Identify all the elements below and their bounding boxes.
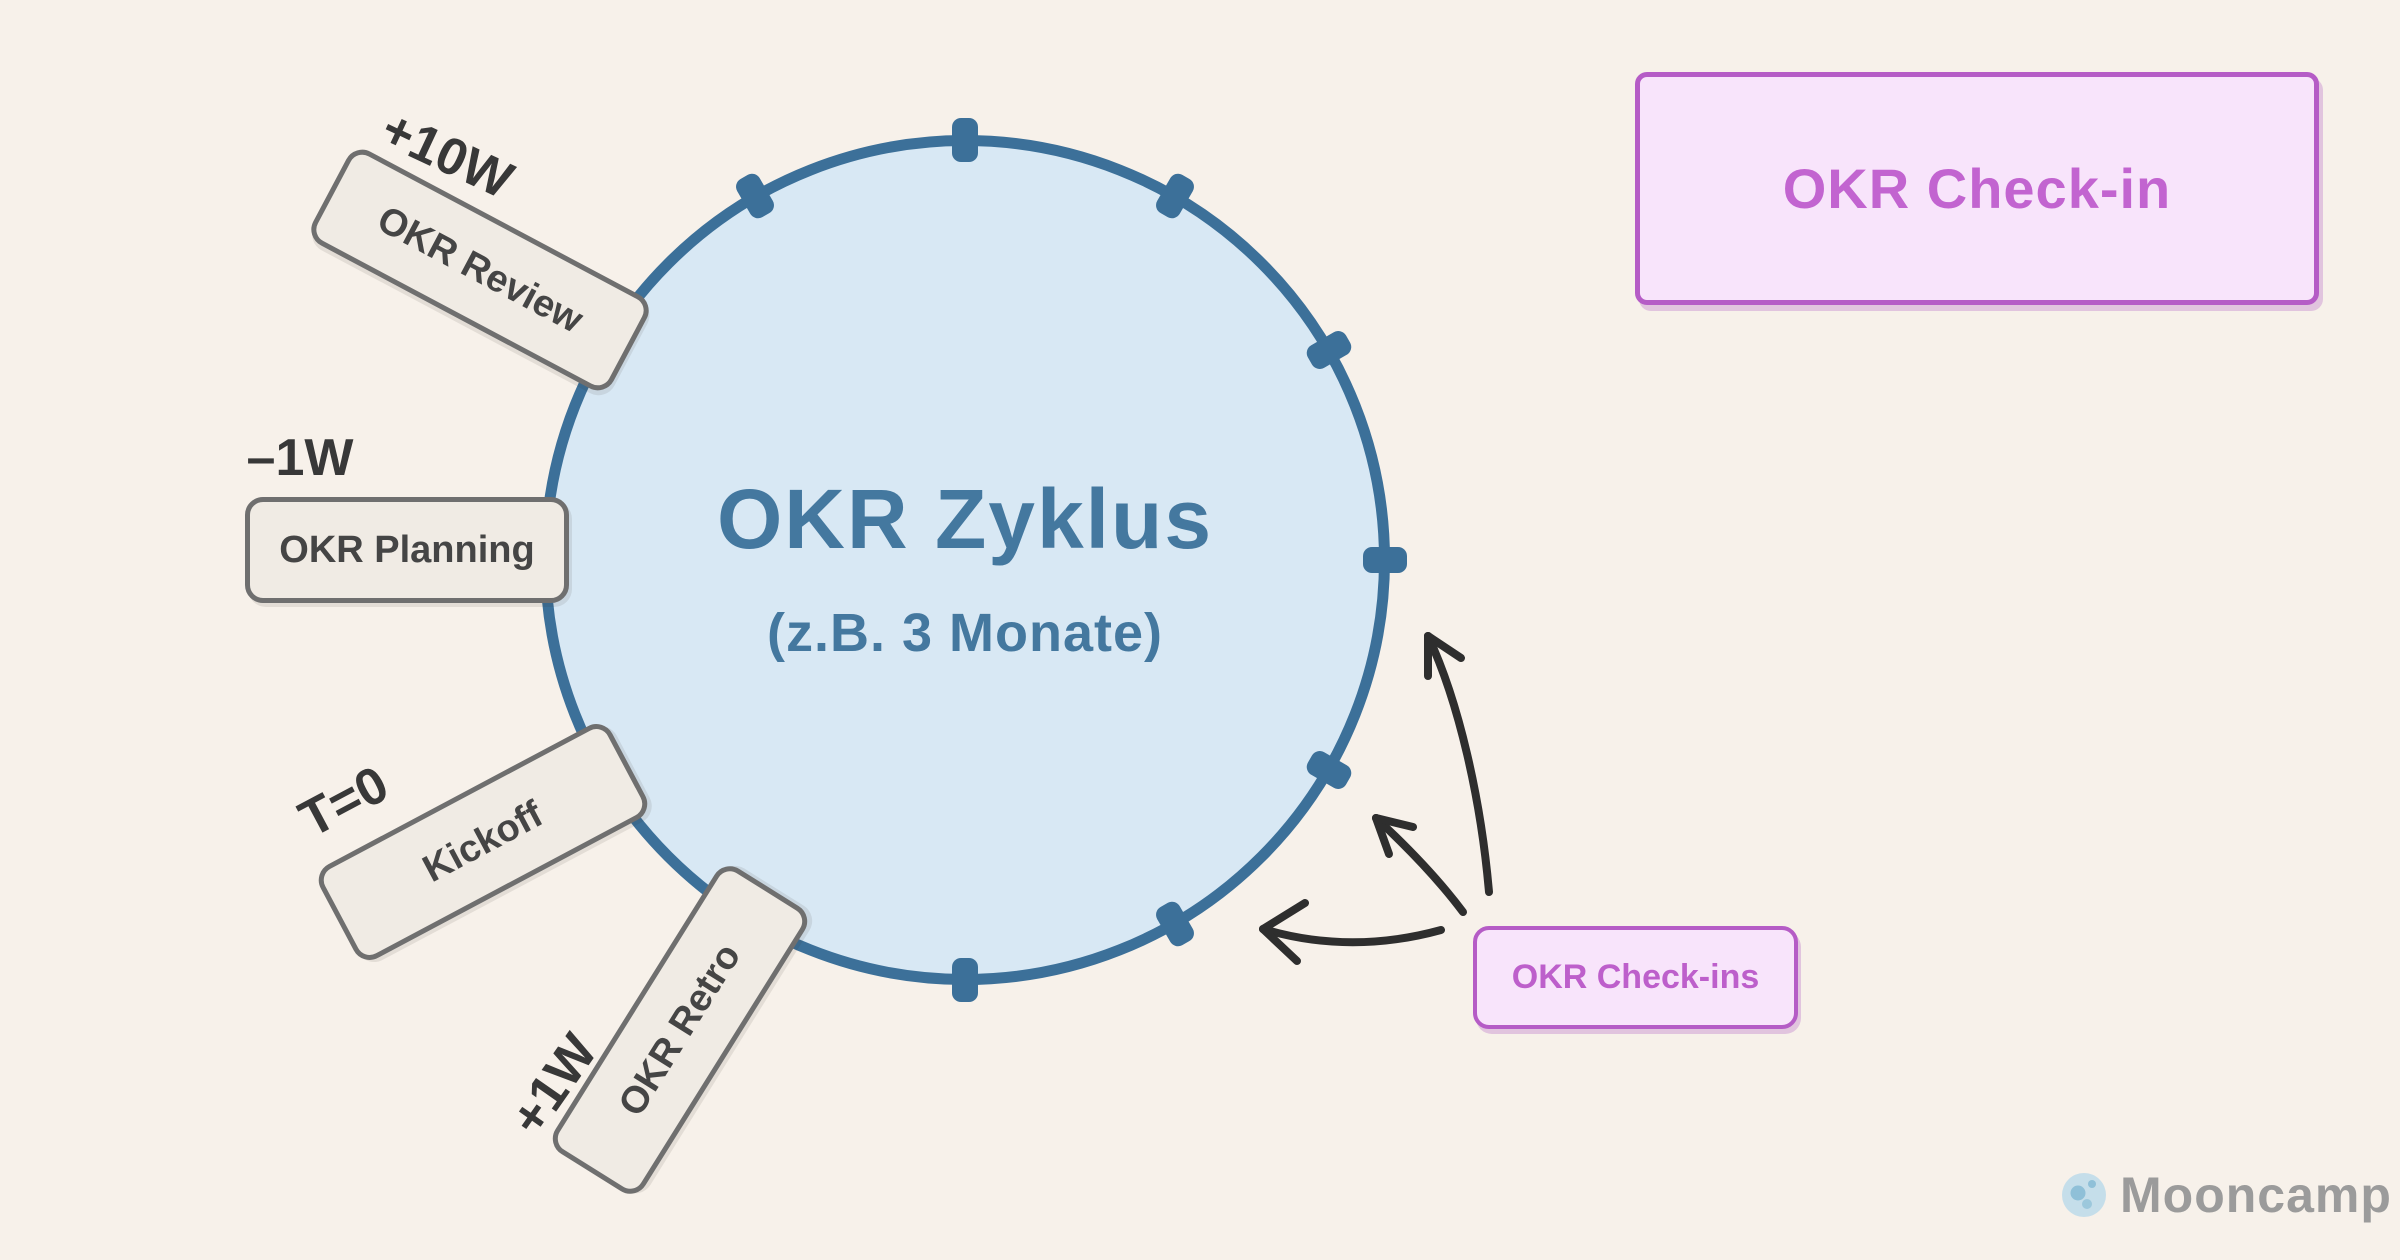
cycle-tick bbox=[952, 958, 978, 1002]
checkin-title-box: OKR Check-in bbox=[1635, 72, 2319, 305]
arrow-short-icon bbox=[1259, 899, 1445, 965]
moon-icon bbox=[2061, 1173, 2106, 1217]
cycle-tick bbox=[1363, 547, 1407, 573]
arrow-middle-icon bbox=[1372, 814, 1467, 916]
brand-name: Mooncamp bbox=[2120, 1167, 2392, 1223]
milestone-box-okr-retro: OKR Retro bbox=[546, 859, 814, 1201]
arrow-long-icon bbox=[1424, 632, 1493, 896]
time-label-okr-planning: –1W bbox=[246, 429, 354, 487]
cycle-tick bbox=[952, 118, 978, 162]
cycle-title: OKR Zyklus bbox=[716, 471, 1214, 566]
cycle-circle: OKR Zyklus (z.B. 3 Monate) bbox=[540, 135, 1390, 985]
milestone-box-okr-planning: OKR Planning bbox=[245, 497, 569, 603]
brand-logo: Mooncamp bbox=[2060, 1166, 2392, 1224]
checkin-callout-box: OKR Check-ins bbox=[1473, 926, 1798, 1029]
cycle-subtitle: (z.B. 3 Monate) bbox=[766, 602, 1163, 663]
milestone-box-kickoff: Kickoff bbox=[312, 717, 654, 967]
